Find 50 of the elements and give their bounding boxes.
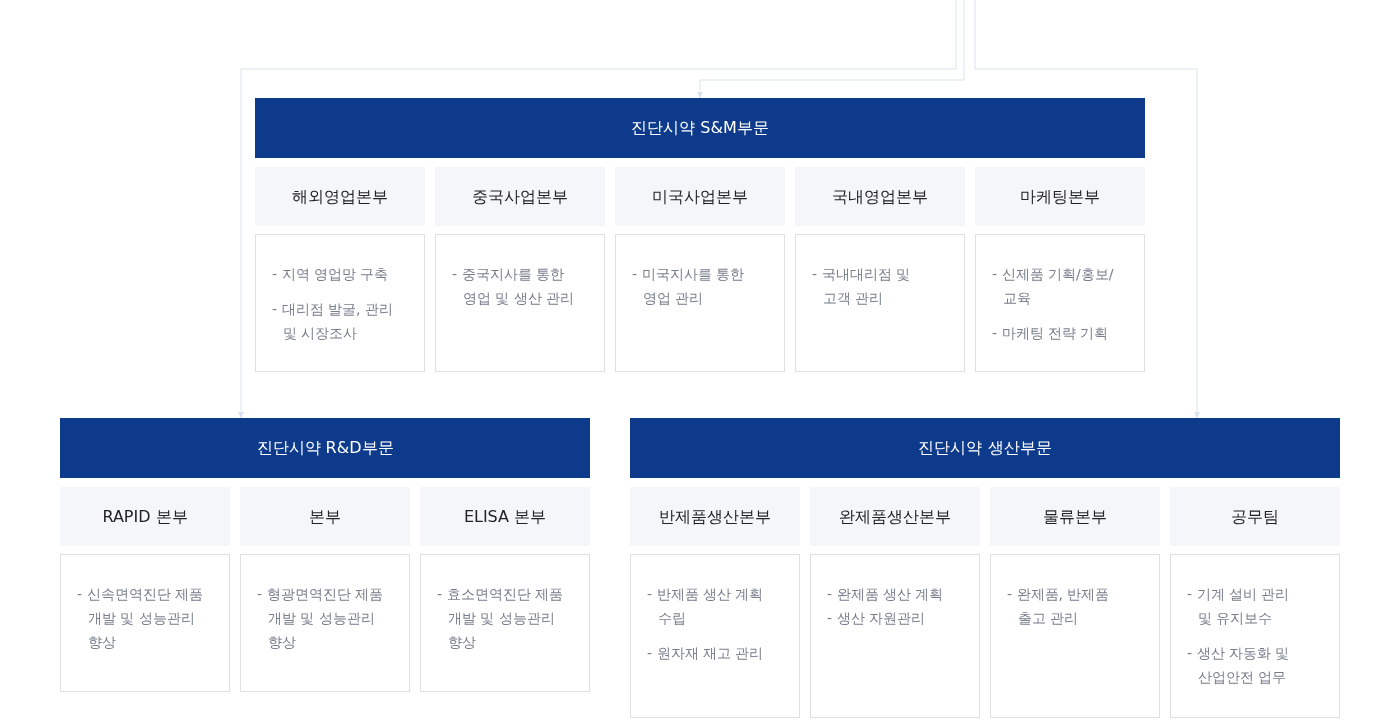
duties-box bbox=[435, 234, 605, 372]
department-name: RAPID 본부 bbox=[102, 505, 188, 528]
department-name: 완제품생산본부 bbox=[839, 505, 951, 528]
duty-item: - 마케팅 전략 기획 bbox=[992, 324, 1110, 343]
duty-item: - 기계 설비 관리 및 유지보수 bbox=[1187, 585, 1291, 628]
connector-arrow bbox=[238, 0, 957, 419]
division-header bbox=[255, 98, 1145, 158]
division-title: 진단시약 S&M부문 bbox=[631, 117, 769, 139]
department-name: 공무팀 bbox=[1231, 505, 1279, 528]
department-name: 중국사업본부 bbox=[472, 185, 568, 208]
connector-arrow bbox=[974, 0, 1200, 419]
duties-box bbox=[420, 554, 590, 692]
duties-box bbox=[810, 554, 980, 718]
duty-item: - 완제품, 반제품 출고 관리 bbox=[1007, 585, 1111, 628]
duty-item: - 효소면역진단 제품 개발 및 성능관리 향상 bbox=[437, 585, 564, 652]
duties-box bbox=[615, 234, 785, 372]
duties-box bbox=[1170, 554, 1340, 718]
duty-item: - 대리점 발굴, 관리 및 시장조사 bbox=[272, 300, 394, 343]
department-name: 반제품생산본부 bbox=[659, 505, 771, 528]
department-name: 물류본부 bbox=[1043, 505, 1107, 528]
duty-item: - 미국지사를 통한 영업 관리 bbox=[632, 265, 745, 308]
duty-item: - 중국지사를 통한 영업 및 생산 관리 bbox=[452, 265, 576, 308]
division-title: 진단시약 R&D부문 bbox=[256, 437, 394, 459]
duty-item: - 생산 자원관리 bbox=[827, 609, 926, 628]
department-name: 해외영업본부 bbox=[292, 185, 388, 208]
duty-item: - 완제품 생산 계획 bbox=[827, 585, 945, 604]
department-name: 미국사업본부 bbox=[652, 185, 748, 208]
duty-item: - 생산 자동화 및 산업안전 업무 bbox=[1187, 644, 1291, 687]
duties-box bbox=[60, 554, 230, 692]
department-name: 마케팅본부 bbox=[1020, 185, 1100, 208]
duty-item: - 신제품 기획/홍보/교육 bbox=[992, 265, 1115, 308]
duty-item: - 국내대리점 및 고객 관리 bbox=[812, 265, 911, 308]
connector-arrow bbox=[697, 0, 965, 99]
duty-item: - 반제품 생산 계획 수립 bbox=[647, 585, 765, 628]
duty-item: - 원자재 재고 관리 bbox=[647, 644, 765, 663]
duties-box bbox=[990, 554, 1160, 718]
duty-item: - 신속면역진단 제품 개발 및 성능관리 향상 bbox=[77, 585, 204, 652]
duties-box bbox=[255, 234, 425, 372]
division-header bbox=[60, 418, 590, 478]
duties-box bbox=[240, 554, 410, 692]
division-header bbox=[630, 418, 1340, 478]
department-name: 본부 bbox=[309, 505, 341, 528]
duties-box bbox=[975, 234, 1145, 372]
duty-item: - 형광면역진단 제품 개발 및 성능관리 향상 bbox=[257, 585, 384, 652]
duties-box bbox=[630, 554, 800, 718]
division-title: 진단시약 생산부문 bbox=[918, 437, 1052, 459]
duties-box bbox=[795, 234, 965, 372]
department-name: 국내영업본부 bbox=[832, 185, 928, 208]
department-name: ELISA 본부 bbox=[463, 505, 547, 528]
duty-item: - 지역 영업망 구축 bbox=[272, 265, 390, 284]
